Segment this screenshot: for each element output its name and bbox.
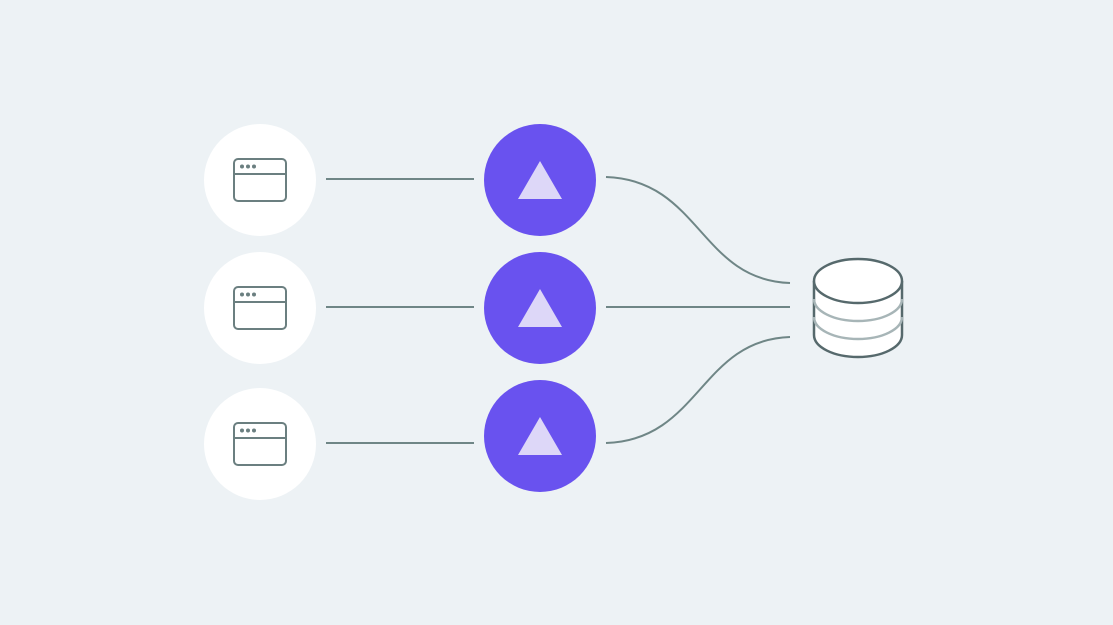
database-node — [810, 253, 906, 363]
proxy-node-1 — [484, 124, 596, 236]
database-icon — [810, 257, 906, 367]
client-node-2 — [204, 252, 316, 364]
proxy-node-2 — [484, 252, 596, 364]
client-node-1 — [204, 124, 316, 236]
triangle-icon — [516, 415, 564, 457]
browser-window-icon — [232, 285, 288, 331]
connector-proxy-3-database — [605, 336, 791, 444]
browser-window-icon — [232, 421, 288, 467]
triangle-icon — [516, 287, 564, 329]
connector-proxy-1-database — [605, 176, 791, 284]
proxy-node-3 — [484, 380, 596, 492]
browser-window-icon — [232, 157, 288, 203]
triangle-icon — [516, 159, 564, 201]
client-node-3 — [204, 388, 316, 500]
